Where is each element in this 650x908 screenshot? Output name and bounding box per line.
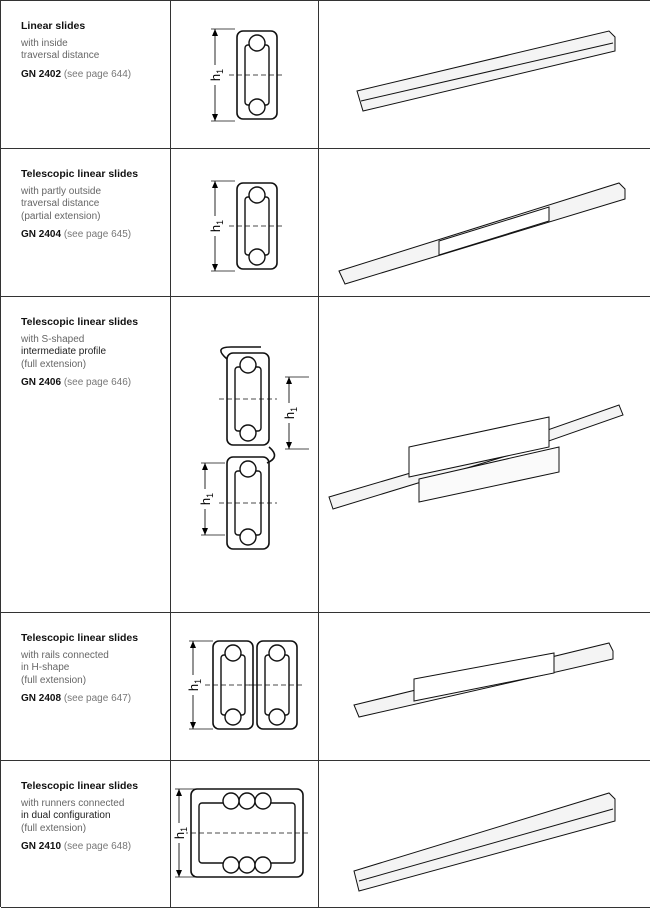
product-image-cell	[319, 297, 650, 612]
description-cell: Telescopic linear slides with rails conn…	[1, 613, 171, 760]
profile-cross-section-drawing: h1 h1	[198, 346, 309, 550]
description-line: (full extension)	[21, 674, 87, 686]
product-title: Telescopic linear slides	[21, 632, 139, 644]
profile-cross-section-drawing: h1	[186, 640, 305, 730]
profile-cross-section-drawing: h1	[208, 180, 285, 272]
product-code[interactable]: GN 2408	[21, 692, 62, 704]
product-reference: GN 2406 (see page 646)	[21, 377, 170, 388]
page-reference[interactable]: (see page 646)	[63, 376, 132, 388]
slide-product-illustration	[353, 642, 614, 718]
slide-product-illustration	[338, 182, 626, 285]
slide-product-illustration	[353, 792, 616, 892]
description-line: with inside	[21, 38, 68, 49]
product-reference: GN 2410 (see page 648)	[21, 841, 170, 852]
product-image-cell	[319, 613, 650, 760]
table-row: Telescopic linear slides with partly out…	[1, 149, 650, 297]
page-reference[interactable]: (see page 644)	[63, 68, 132, 80]
slide-product-illustration	[356, 30, 616, 112]
description-line: intermediate profile	[21, 346, 107, 358]
profile-drawing-cell: h1	[171, 613, 319, 760]
description-line: traversal distance	[21, 50, 100, 62]
description-line: in H-shape	[21, 662, 70, 674]
page-reference[interactable]: (see page 648)	[63, 840, 132, 852]
product-title: Telescopic linear slides	[21, 780, 139, 792]
description-cell: Telescopic linear slides with runners co…	[1, 761, 171, 907]
product-code[interactable]: GN 2404	[21, 228, 62, 240]
description-line: traversal distance	[21, 198, 100, 210]
page-reference[interactable]: (see page 647)	[63, 692, 132, 704]
description-line: (full extension)	[21, 358, 87, 370]
profile-cross-section-drawing: h1	[172, 788, 311, 878]
product-code[interactable]: GN 2406	[21, 376, 62, 388]
profile-drawing-cell: h1	[171, 761, 319, 907]
product-reference: GN 2402 (see page 644)	[21, 69, 170, 80]
description-line: in dual configuration	[21, 810, 111, 822]
description-line: with rails connected	[21, 650, 109, 661]
product-title: Telescopic linear slides	[21, 168, 139, 180]
page-reference[interactable]: (see page 645)	[63, 228, 132, 240]
table-row: Telescopic linear slides with rails conn…	[1, 613, 650, 761]
description-cell: Telescopic linear slides with partly out…	[1, 149, 171, 296]
product-reference: GN 2404 (see page 645)	[21, 229, 170, 240]
slide-product-illustration	[328, 404, 624, 510]
description-line: (partial extension)	[21, 210, 101, 222]
profile-cross-section-drawing: h1	[208, 28, 285, 122]
product-code[interactable]: GN 2402	[21, 68, 62, 80]
table-row: Telescopic linear slides with runners co…	[1, 761, 650, 908]
product-title: Telescopic linear slides	[21, 316, 139, 328]
product-image-cell	[319, 149, 650, 296]
product-image-cell	[319, 761, 650, 907]
product-title: Linear slides	[21, 20, 86, 32]
profile-drawing-cell: h1	[171, 1, 319, 148]
description-line: with partly outside	[21, 186, 102, 197]
description-line: with runners connected	[21, 798, 125, 809]
product-code[interactable]: GN 2410	[21, 840, 62, 852]
profile-drawing-cell: h1	[171, 149, 319, 296]
profile-drawing-cell: h1 h1	[171, 297, 319, 612]
product-reference: GN 2408 (see page 647)	[21, 693, 170, 704]
product-image-cell	[319, 1, 650, 148]
description-line: with S-shaped	[21, 334, 85, 345]
description-line: (full extension)	[21, 822, 87, 834]
